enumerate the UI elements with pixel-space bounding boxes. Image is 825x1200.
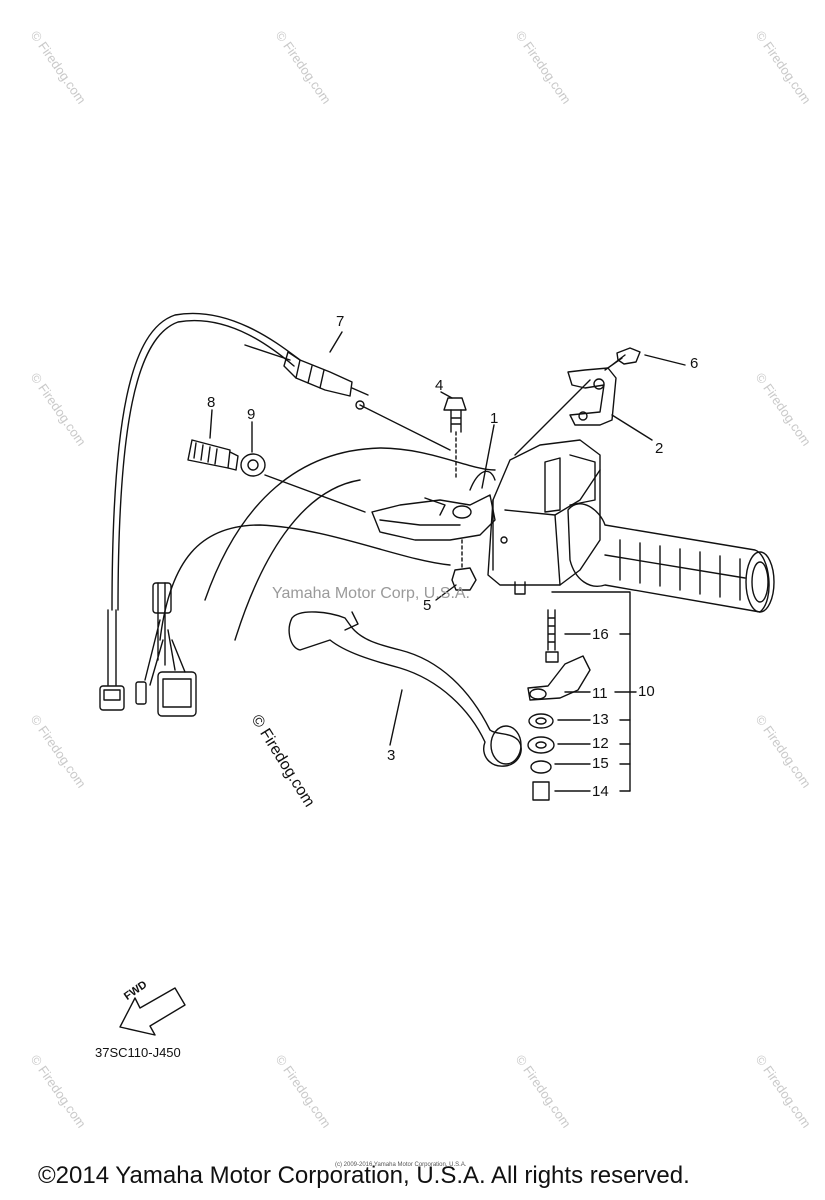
connector-small — [99, 685, 125, 711]
fwd-arrow — [119, 987, 186, 1036]
sleeve — [152, 582, 172, 614]
wire-loop-lower — [159, 524, 451, 641]
center-watermark: Yamaha Motor Corp, U.S.A. — [272, 585, 470, 602]
callout-1: 1 — [490, 410, 499, 427]
handlebar-grip — [567, 503, 770, 613]
callout-3: 3 — [387, 747, 396, 764]
callout-4: 4 — [435, 377, 444, 394]
bolt-head — [443, 397, 467, 411]
wire-loop-left — [111, 312, 301, 611]
callout-16: 16 — [592, 626, 609, 643]
wire-bundle — [144, 582, 186, 686]
nut-13 — [528, 713, 554, 729]
callout-6: 6 — [690, 355, 699, 372]
bracket — [567, 367, 617, 426]
switch-leader — [359, 404, 451, 451]
callout-15: 15 — [592, 755, 609, 772]
callout-5: 5 — [423, 597, 432, 614]
callout-13: 13 — [592, 711, 609, 728]
adjuster-bracket — [527, 655, 591, 701]
screw — [616, 347, 641, 365]
wire-loop-mid — [204, 447, 496, 601]
wire-loop-left-inner — [117, 319, 295, 611]
bolt-16 — [547, 609, 556, 651]
lever-holder — [371, 494, 496, 541]
callout-7: 7 — [336, 313, 345, 330]
switch-body — [283, 351, 353, 397]
callout-11: 11 — [592, 685, 608, 702]
connector-large — [157, 671, 197, 717]
copyright-footer: ©2014 Yamaha Motor Corporation, U.S.A. A… — [38, 1162, 690, 1189]
switch-housing — [487, 439, 601, 586]
wire-pair — [107, 609, 117, 686]
callout-12: 12 — [592, 735, 609, 752]
adjuster-leader — [264, 474, 366, 513]
callout-10: 10 — [638, 683, 655, 700]
diagram-code: 37SC110-J450 — [95, 1045, 181, 1060]
pivot-nut — [451, 567, 477, 591]
part1-leader — [481, 424, 495, 489]
callout-14: 14 — [592, 783, 609, 800]
bolt-14 — [532, 781, 550, 801]
callout-8: 8 — [207, 394, 216, 411]
callout-9: 9 — [247, 406, 256, 423]
switch-cable — [244, 344, 291, 361]
fineprint: (c) 2009-2016 Yamaha Motor Corporation, … — [335, 1162, 467, 1168]
washer-15 — [530, 760, 552, 774]
clutch-lever — [288, 611, 522, 767]
connector-pin — [135, 681, 147, 705]
callout-2: 2 — [655, 440, 664, 457]
wire-to-holder — [234, 479, 361, 641]
group-bracket — [551, 591, 631, 792]
washer-12 — [527, 736, 555, 754]
locknut — [240, 453, 266, 477]
